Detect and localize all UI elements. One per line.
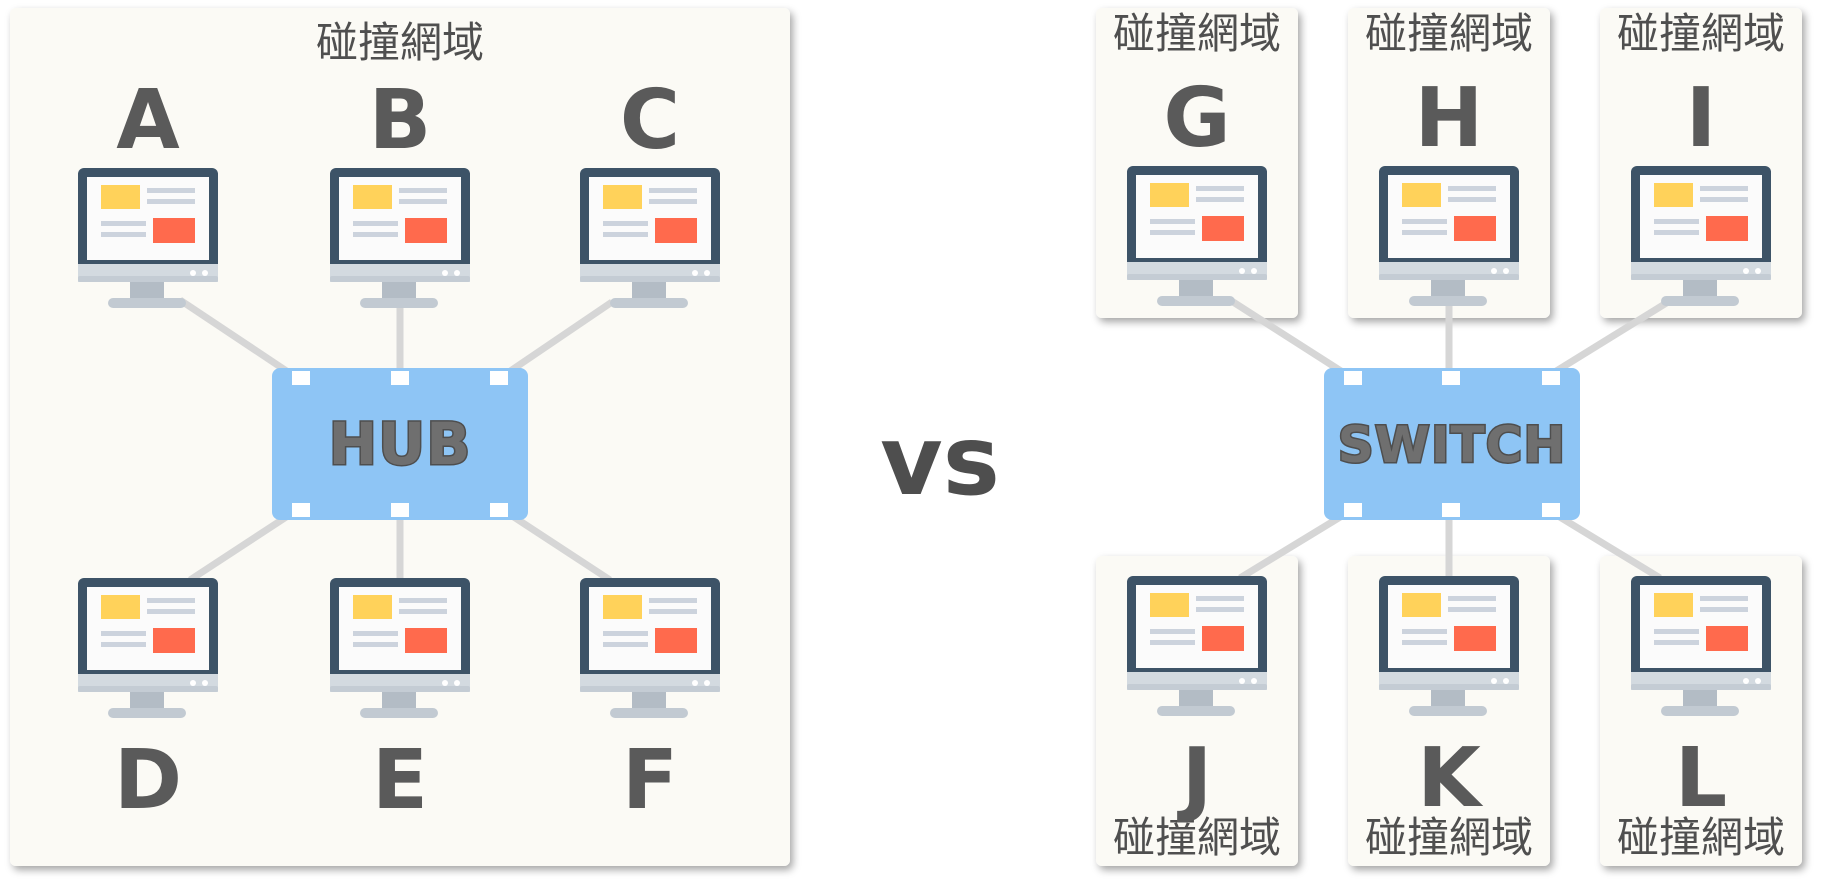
switch-port bbox=[1540, 501, 1562, 519]
computer-c: C bbox=[580, 73, 720, 308]
hub-port bbox=[488, 501, 510, 519]
hub-port bbox=[389, 369, 411, 387]
computer-label: D bbox=[114, 733, 182, 828]
computer-e: E bbox=[330, 578, 470, 828]
switch-cables bbox=[1228, 297, 1670, 581]
computer-label: C bbox=[620, 73, 680, 168]
domain-label-h: 碰撞網域 bbox=[1365, 9, 1533, 58]
switch-port bbox=[1342, 501, 1364, 519]
computer-g: G bbox=[1127, 71, 1267, 306]
domain-label-l: 碰撞網域 bbox=[1617, 813, 1785, 862]
computer-l: L bbox=[1631, 576, 1771, 826]
hub-label: HUB bbox=[329, 410, 472, 478]
switch-port bbox=[1342, 369, 1364, 387]
hub-port bbox=[290, 369, 312, 387]
computer-label: I bbox=[1686, 71, 1717, 166]
switch-port bbox=[1540, 369, 1562, 387]
hub-port bbox=[389, 501, 411, 519]
hub-port bbox=[488, 369, 510, 387]
computer-j: J bbox=[1127, 576, 1267, 826]
computer-label: F bbox=[622, 733, 678, 828]
computer-a: A bbox=[78, 73, 218, 308]
computer-label: L bbox=[1675, 731, 1727, 826]
computer-d: D bbox=[78, 578, 218, 828]
computer-k: K bbox=[1379, 576, 1519, 826]
cable-i-switch bbox=[1543, 299, 1670, 381]
computer-f: F bbox=[580, 578, 720, 828]
hub-port bbox=[290, 501, 312, 519]
switch-device: SWITCH bbox=[1324, 368, 1580, 520]
domain-label-k: 碰撞網域 bbox=[1365, 813, 1533, 862]
computer-label: H bbox=[1415, 71, 1484, 166]
computer-label: A bbox=[116, 73, 180, 168]
hub-box bbox=[272, 368, 528, 520]
computer-b: B bbox=[330, 73, 470, 308]
domain-label-j: 碰撞網域 bbox=[1113, 813, 1281, 862]
domain-label-i: 碰撞網域 bbox=[1617, 9, 1785, 58]
vs-text: vs bbox=[880, 405, 1000, 517]
computer-label: K bbox=[1417, 731, 1484, 826]
cable-g-switch bbox=[1228, 297, 1357, 383]
cable-a-hub bbox=[178, 297, 302, 383]
switch-box bbox=[1324, 368, 1580, 520]
switch-port bbox=[1440, 501, 1462, 519]
switch-label: SWITCH bbox=[1338, 416, 1566, 474]
hub-device: HUB bbox=[272, 368, 528, 520]
computer-h: H bbox=[1379, 71, 1519, 306]
hub-collision-domain-label: 碰撞網域 bbox=[316, 18, 484, 67]
switch-port bbox=[1440, 369, 1462, 387]
computer-i: I bbox=[1631, 71, 1771, 306]
cable-c-hub bbox=[498, 299, 614, 381]
computer-label: B bbox=[369, 73, 432, 168]
computer-label: E bbox=[372, 733, 428, 828]
computer-label: G bbox=[1163, 71, 1230, 166]
computer-label: J bbox=[1177, 731, 1213, 826]
domain-label-g: 碰撞網域 bbox=[1113, 9, 1281, 58]
